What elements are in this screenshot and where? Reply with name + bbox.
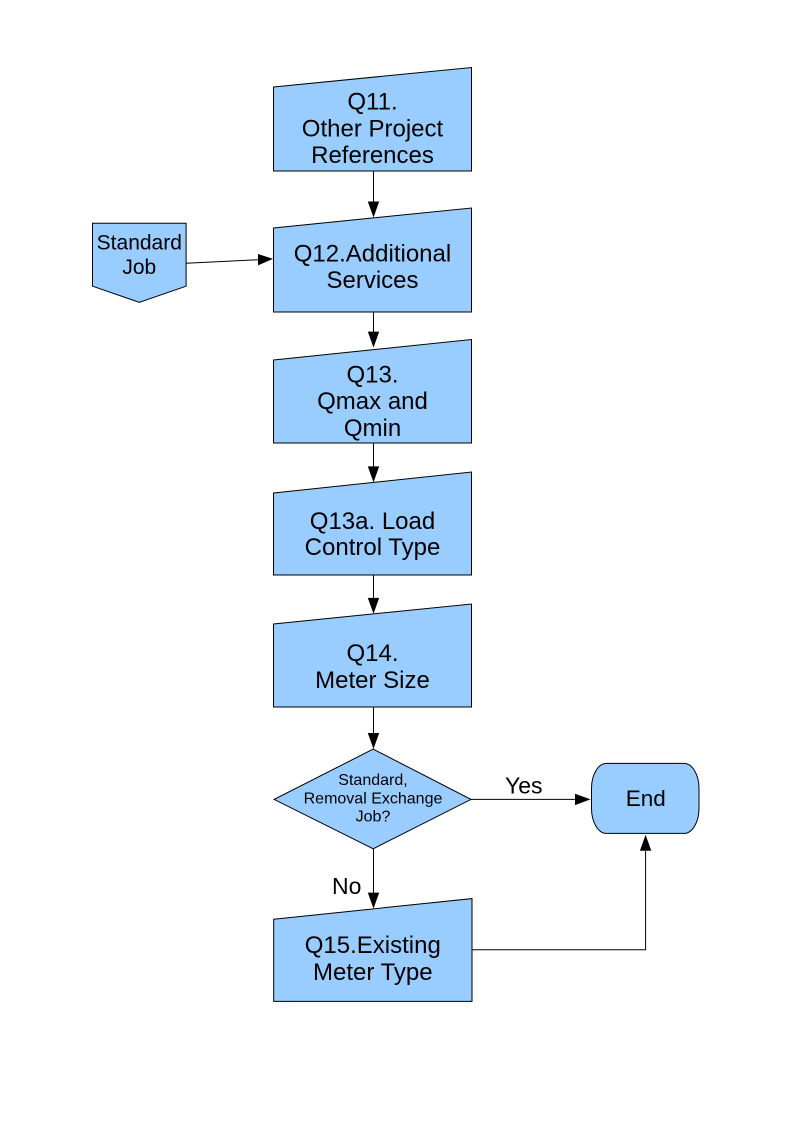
svg-text:No: No xyxy=(332,873,361,899)
svg-text:Q14.: Q14. xyxy=(346,640,398,667)
svg-text:Yes: Yes xyxy=(505,773,543,799)
svg-text:Meter Type: Meter Type xyxy=(313,959,433,986)
svg-text:Standard,: Standard, xyxy=(338,772,407,789)
svg-text:Services: Services xyxy=(326,267,418,294)
svg-text:Q13.: Q13. xyxy=(346,361,398,388)
svg-text:Q12.Additional: Q12.Additional xyxy=(294,241,451,268)
svg-text:Q13a. Load: Q13a. Load xyxy=(310,508,435,535)
svg-text:Control Type: Control Type xyxy=(305,534,441,561)
svg-text:Q15.Existing: Q15.Existing xyxy=(305,932,441,959)
svg-text:Removal Exchange: Removal Exchange xyxy=(304,790,443,807)
svg-text:Meter Size: Meter Size xyxy=(315,667,430,694)
svg-text:Q11.: Q11. xyxy=(347,89,397,116)
svg-text:Job: Job xyxy=(122,256,156,279)
svg-text:Job?: Job? xyxy=(356,808,391,825)
svg-text:Qmax and: Qmax and xyxy=(317,388,428,415)
svg-text:End: End xyxy=(626,786,666,811)
svg-text:Standard: Standard xyxy=(97,232,182,255)
svg-text:References: References xyxy=(311,142,434,169)
svg-text:Qmin: Qmin xyxy=(344,415,401,442)
svg-text:Other Project: Other Project xyxy=(302,115,444,142)
